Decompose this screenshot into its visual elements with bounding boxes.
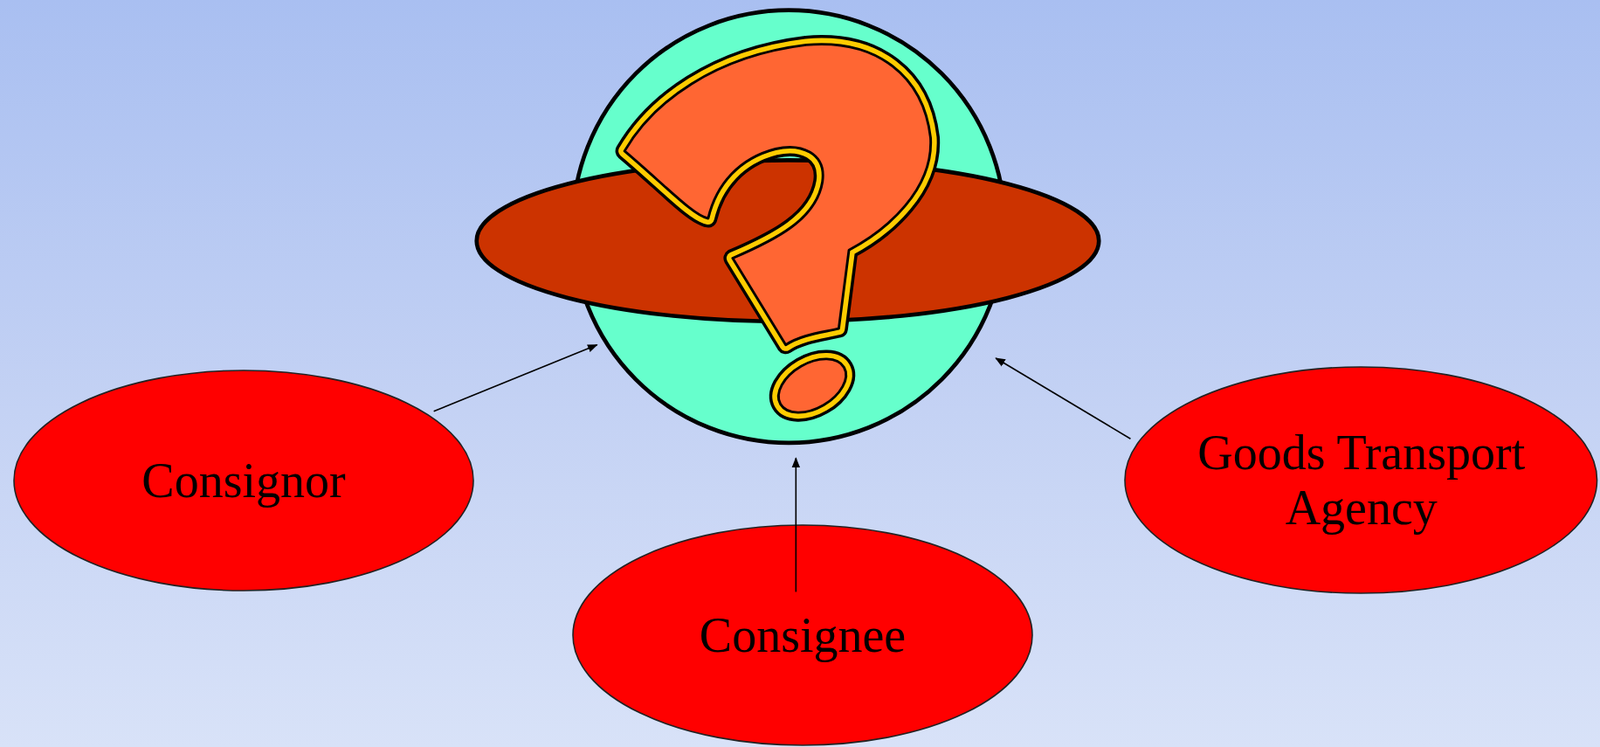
ellipse-shape <box>13 370 474 591</box>
party-label: Consignor <box>141 453 345 509</box>
party-label: Consignee <box>699 607 906 663</box>
leader-arrow <box>434 344 598 412</box>
party-ellipse: Consignor <box>13 369 475 592</box>
ellipse-shape <box>572 524 1033 745</box>
party-ellipse: Goods Transport Agency <box>1124 365 1599 594</box>
leader-arrow <box>795 457 798 592</box>
question-mark-body <box>624 44 932 345</box>
question-dot-band <box>769 347 856 424</box>
question-mark-outline <box>624 44 932 345</box>
question-dot-outline <box>769 347 856 424</box>
party-ellipse: Consignee <box>572 524 1034 746</box>
question-dot <box>769 347 856 424</box>
ellipse-shape <box>1124 366 1598 594</box>
leader-arrow <box>995 358 1131 439</box>
question-mark <box>624 44 932 424</box>
party-label: Goods Transport Agency <box>1169 425 1554 535</box>
question-mark-band <box>624 44 932 345</box>
